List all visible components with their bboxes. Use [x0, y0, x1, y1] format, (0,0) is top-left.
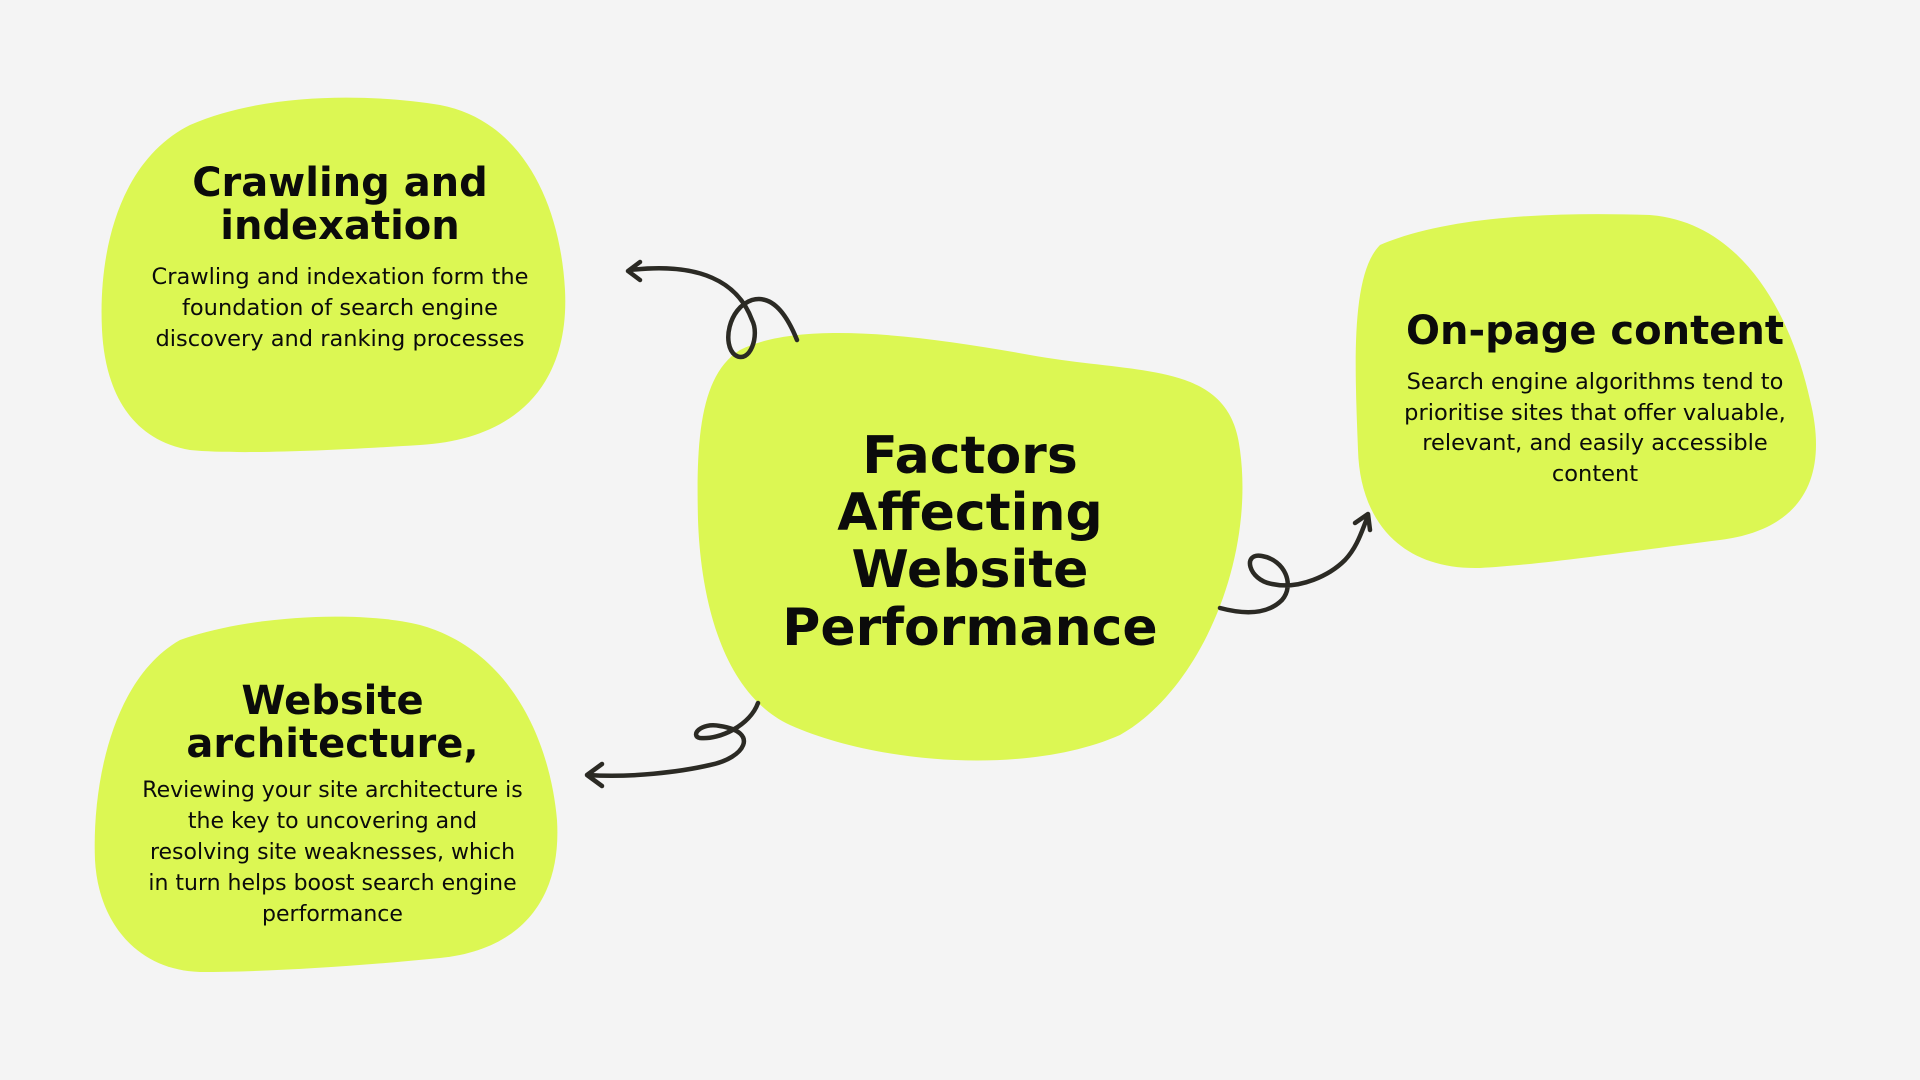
crawling-title: Crawling and indexation — [192, 160, 488, 250]
connector-to-onpage — [1217, 513, 1371, 615]
crawling-node: Crawling and indexation Crawling and ind… — [150, 160, 530, 354]
center-blob — [697, 333, 1243, 761]
crawling-description: Crawling and indexation form the foundat… — [151, 264, 529, 352]
connector-to-architecture — [585, 700, 761, 779]
arrowhead-architecture-icon — [584, 761, 605, 789]
arrowhead-onpage-icon — [1352, 511, 1373, 533]
onpage-blob — [1355, 214, 1816, 569]
architecture-blob — [94, 616, 558, 972]
architecture-node: Website architecture, Reviewing your sit… — [140, 678, 525, 930]
center-title: Factors Affecting Website Performance — [782, 426, 1158, 658]
onpage-description: Search engine algorithms tend to priorit… — [1404, 369, 1786, 487]
connector-to-crawling — [627, 266, 800, 360]
center-node: Factors Affecting Website Performance — [760, 426, 1180, 658]
onpage-node: On-page content Search engine algorithms… — [1400, 308, 1790, 490]
crawling-blob — [101, 97, 566, 453]
architecture-title: Website architecture, — [186, 678, 479, 768]
arrowhead-crawling-icon — [625, 259, 643, 283]
architecture-description: Reviewing your site architecture is the … — [142, 778, 523, 927]
onpage-title: On-page content — [1406, 308, 1784, 354]
